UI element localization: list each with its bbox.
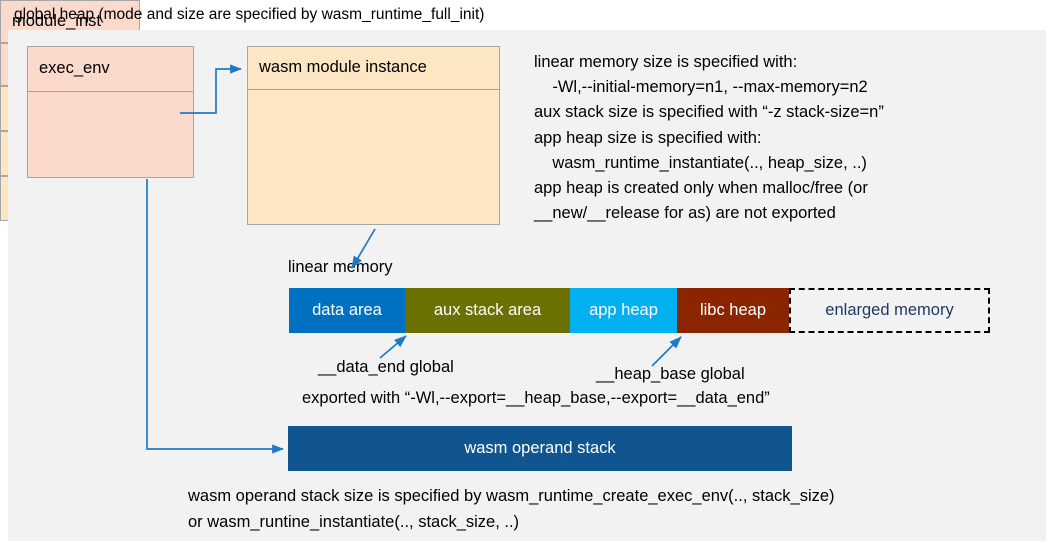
wasm-module-instance-box [247,46,500,225]
annotation-heap-base: __heap_base global [596,365,745,383]
exec-env-box [27,46,194,178]
wasm-module-instance-title: wasm module instance [247,46,500,90]
memory-segment-libc-heap: libc heap [677,288,789,333]
memory-segment-data-area: data area [289,288,405,333]
annotation-exported-with: exported with “-Wl,--export=__heap_base,… [302,389,770,407]
wasm-operand-stack-box: wasm operand stack [288,426,792,471]
memory-segment-aux-stack-area: aux stack area [405,288,570,333]
linear-memory-notes: linear memory size is specified with: -W… [534,53,884,223]
memory-segment-enlarged-memory: enlarged memory [789,288,990,333]
linear-memory-caption: linear memory [288,258,393,276]
page-title: global heap (mode and size are specified… [14,6,485,23]
annotation-data-end: __data_end global [318,358,454,376]
operand-stack-notes: wasm operand stack size is specified by … [188,487,835,531]
exec-env-title: exec_env [27,46,194,92]
memory-segment-app-heap: app heap [570,288,677,333]
